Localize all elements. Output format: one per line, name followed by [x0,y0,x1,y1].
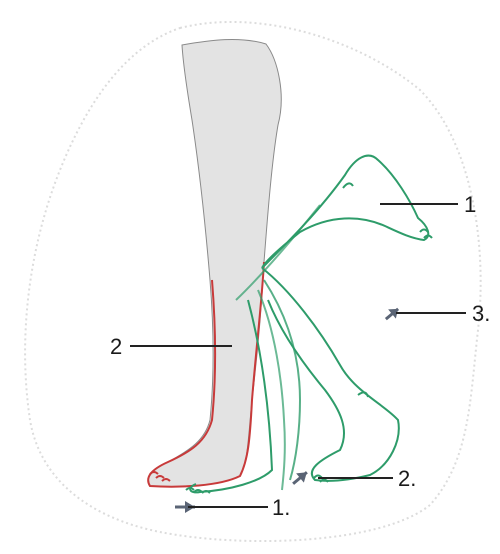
swing-ankle-mark [343,183,353,188]
label-push-off: 3. [472,301,490,326]
label-toe-off: 2. [398,466,416,491]
label-swing-phase: 1 [464,192,476,217]
step-ankle-mark [358,392,368,397]
step-leg-outline [262,268,399,481]
swing-toes [420,230,432,239]
label-heel-strike: 1. [272,495,290,520]
standing-leg [148,39,281,486]
label-stance-phase: 2 [110,334,122,359]
step-leg-inner [264,280,300,480]
swing-leg-outline [262,156,428,268]
